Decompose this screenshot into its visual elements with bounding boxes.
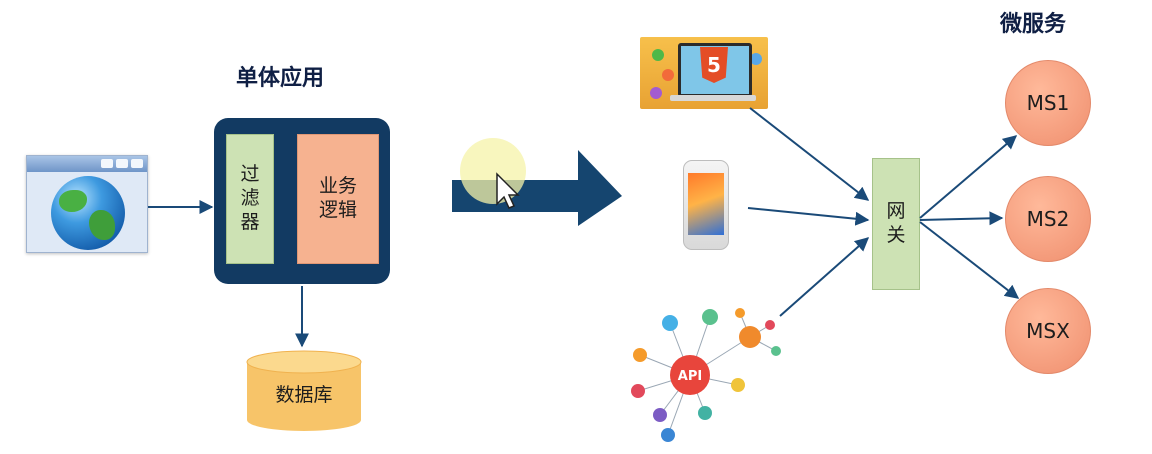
- gateway-label: 网关: [886, 200, 906, 246]
- gateway-to-ms2-arrow: [919, 211, 1004, 226]
- business-logic-box: 业务逻辑: [297, 134, 379, 264]
- phone-to-gateway-arrow: [747, 207, 870, 226]
- microservices-title: 微服务: [1000, 12, 1067, 37]
- api-network-icon: API: [631, 308, 781, 442]
- microservice-ms2: MS2: [1005, 176, 1091, 262]
- microservice-msx: MSX: [1005, 288, 1091, 374]
- smartphone-icon: [683, 160, 729, 250]
- microservice-ms1: MS1: [1005, 60, 1091, 146]
- html5-laptop-icon: 5: [640, 37, 768, 109]
- database-label: 数据库: [275, 384, 333, 406]
- html5-badge: 5: [700, 47, 728, 83]
- gateway-to-msx-arrow: [919, 221, 1020, 299]
- business-logic-label: 业务逻辑: [318, 175, 357, 221]
- gateway-to-ms1-arrow: [919, 135, 1018, 219]
- filter-box: 过滤器: [226, 134, 274, 264]
- api-label: API: [678, 369, 702, 384]
- browser-globe-icon: [26, 155, 148, 253]
- api-to-gateway-arrow: [779, 237, 870, 317]
- monolith-title: 单体应用: [236, 66, 325, 91]
- database-cylinder: [246, 350, 362, 431]
- gateway-box: 网关: [872, 158, 920, 290]
- filter-label: 过滤器: [240, 163, 260, 233]
- mouse-cursor-icon: [496, 172, 520, 209]
- html5-to-gateway-arrow: [749, 107, 870, 201]
- transition-arrow: [452, 150, 622, 226]
